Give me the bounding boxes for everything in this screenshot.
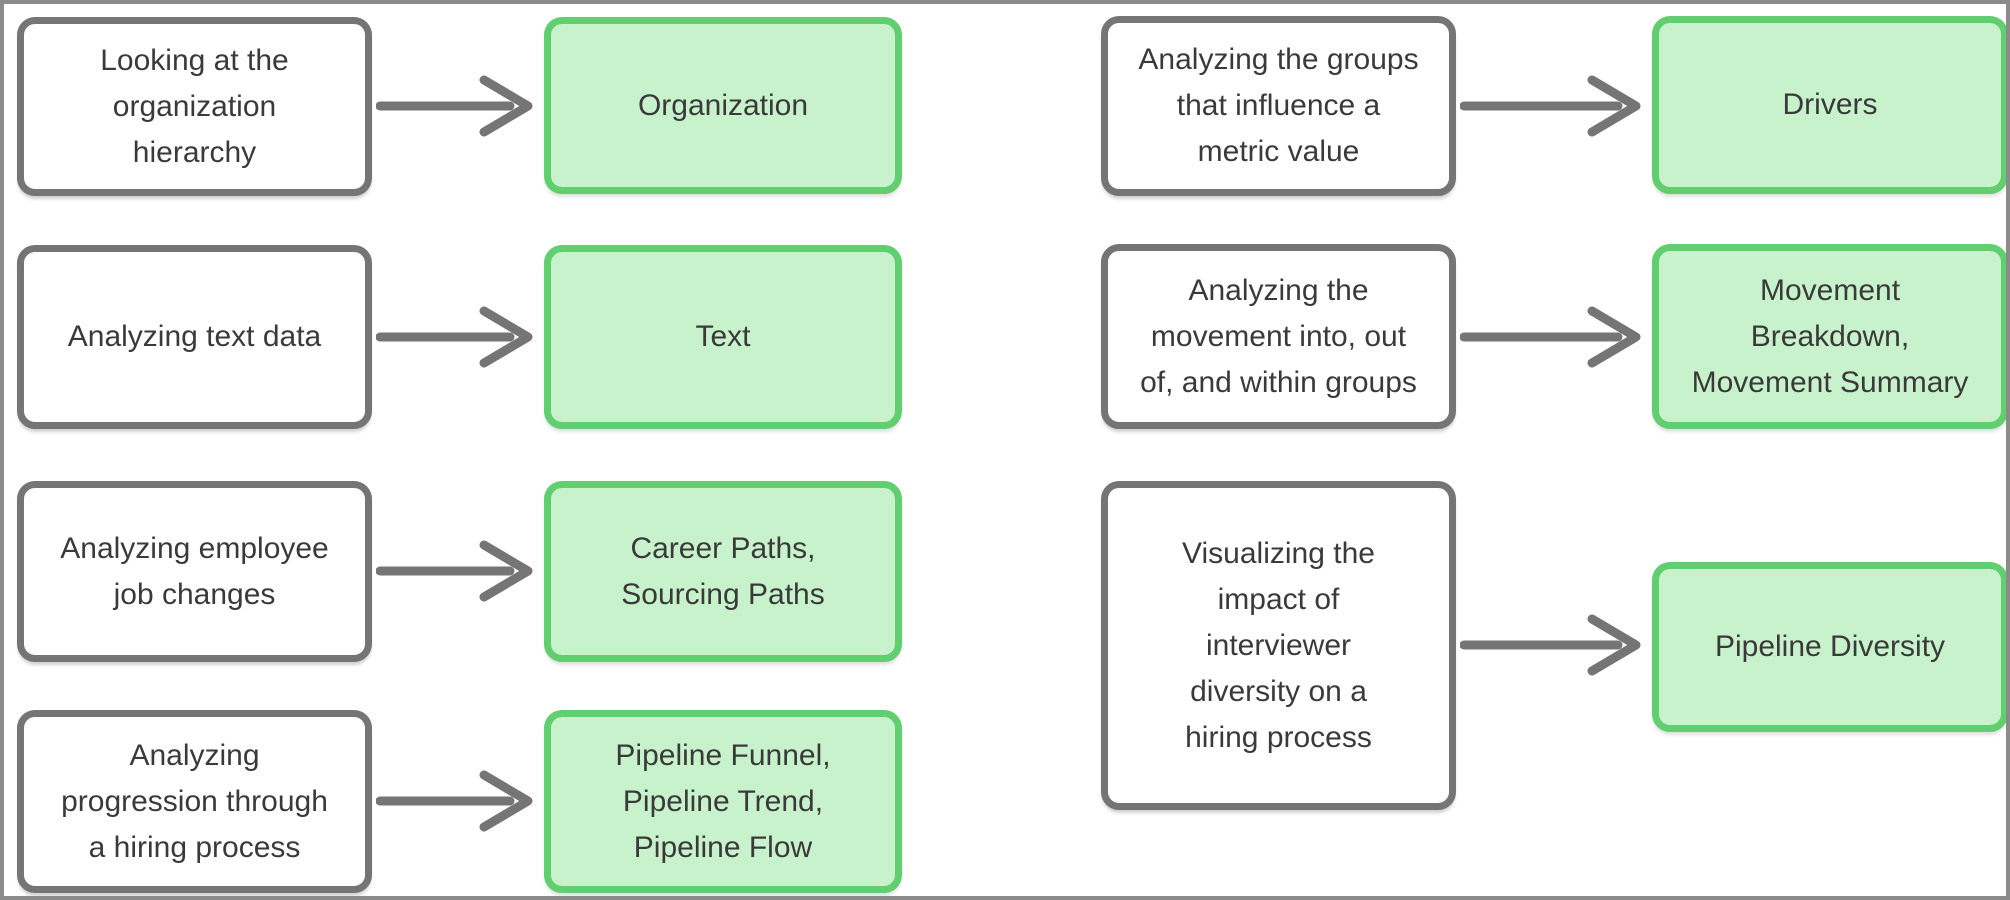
charttype-pipeline-funnel-trend-flow-node: Pipeline Funnel, Pipeline Trend, Pipelin… — [544, 710, 902, 893]
charttype-drivers-node: Drivers — [1652, 16, 2006, 194]
usecase-org-hierarchy-node: Looking at the organization hierarchy — [17, 17, 372, 196]
charttype-pipeline-diversity-node: Pipeline Diversity — [1652, 562, 2006, 732]
usecase-hiring-progression-node: Analyzing progression through a hiring p… — [17, 710, 372, 893]
charttype-movement-breakdown-summary-node: Movement Breakdown, Movement Summary — [1652, 244, 2006, 429]
charttype-career-sourcing-paths-node: Career Paths, Sourcing Paths — [544, 481, 902, 662]
flow-arrow-icon — [1460, 613, 1644, 677]
charttype-organization-node: Organization — [544, 17, 902, 194]
usecase-job-changes-node: Analyzing employee job changes — [17, 481, 372, 662]
flow-arrow-icon — [376, 74, 536, 138]
usecase-text-data-node: Analyzing text data — [17, 245, 372, 429]
usecase-interviewer-diversity-node: Visualizing the impact of interviewer di… — [1101, 481, 1456, 810]
flow-arrow-icon — [376, 539, 536, 603]
flow-arrow-icon — [1460, 305, 1644, 369]
usecase-metric-drivers-node: Analyzing the groups that influence a me… — [1101, 16, 1456, 196]
flow-arrow-icon — [376, 769, 536, 833]
flow-arrow-icon — [1460, 74, 1644, 138]
charttype-text-node: Text — [544, 245, 902, 429]
flow-arrow-icon — [376, 305, 536, 369]
usecase-group-movement-node: Analyzing the movement into, out of, and… — [1101, 244, 1456, 429]
